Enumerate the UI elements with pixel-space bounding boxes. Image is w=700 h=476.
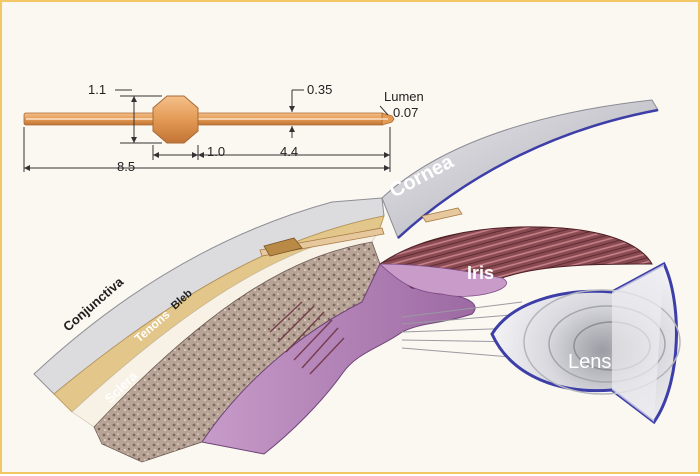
outer-diameter-label: 0.35 xyxy=(307,82,332,97)
dimension-arrows xyxy=(24,96,390,171)
lens-label: Lens xyxy=(568,351,611,373)
dimension-lines xyxy=(24,90,390,172)
shunt-device xyxy=(24,96,394,143)
shunt-plate xyxy=(153,96,198,143)
plate-height-label: 1.1 xyxy=(88,82,106,97)
total-length-label: 8.5 xyxy=(117,159,135,174)
lens xyxy=(492,264,680,422)
lumen-value-label: 0.07 xyxy=(393,105,418,120)
lumen-label: Lumen xyxy=(384,89,424,104)
iris-label: Iris xyxy=(467,263,494,283)
distal-length-label: 4.4 xyxy=(280,144,298,159)
plate-length-label: 1.0 xyxy=(207,144,225,159)
eye-anatomy xyxy=(34,100,680,462)
